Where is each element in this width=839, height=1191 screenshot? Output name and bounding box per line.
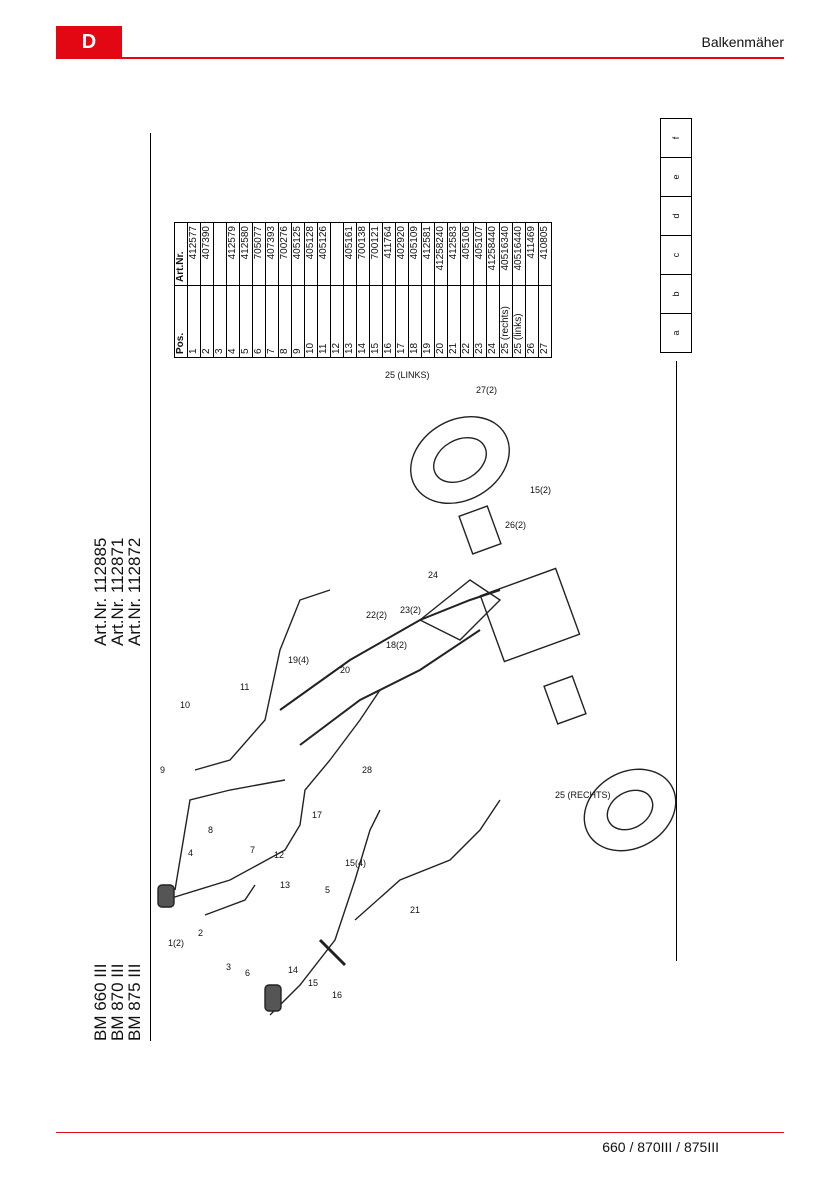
callout-label: 16 xyxy=(332,990,343,1000)
callout-label: 19(4) xyxy=(288,655,310,665)
callout-label: 23(2) xyxy=(400,605,422,615)
wheel-right xyxy=(583,768,677,852)
callout-label: 4 xyxy=(188,848,194,858)
wheel-right-hub xyxy=(606,789,654,831)
lever-2 xyxy=(204,884,256,916)
callout-label: 20 xyxy=(340,665,351,675)
callout-label: 26(2) xyxy=(505,520,527,530)
callout-label: 7 xyxy=(250,845,256,855)
footer-rule xyxy=(56,1132,784,1133)
callout-label: 3 xyxy=(226,962,232,972)
callout-label: 15(4) xyxy=(345,858,367,868)
callout-label: 12 xyxy=(274,850,285,860)
callout-label: 11 xyxy=(240,682,250,692)
callout-label: 17 xyxy=(312,810,323,820)
callout-label: 13 xyxy=(280,880,291,890)
callout-label: 21 xyxy=(410,905,421,915)
frame-lower xyxy=(299,629,481,746)
callout-label: 22(2) xyxy=(366,610,388,620)
callout-label: 1(2) xyxy=(168,938,185,948)
grip-left xyxy=(157,884,175,908)
callout-label: 27(2) xyxy=(476,385,498,395)
header-rule xyxy=(56,57,784,59)
callout-label: 6 xyxy=(245,968,251,978)
plate-24 xyxy=(418,579,502,641)
callout-label: 18(2) xyxy=(386,640,408,650)
callout-label: 9 xyxy=(160,765,166,775)
grip-right xyxy=(264,984,282,1012)
wheel-left xyxy=(410,415,510,505)
cable-21 xyxy=(354,799,501,921)
callout-label: 5 xyxy=(325,885,331,895)
gearbox xyxy=(479,567,581,663)
frame-20 xyxy=(279,589,501,711)
wheel-left-hub xyxy=(433,437,487,483)
handlebar-left xyxy=(164,689,381,901)
cable-11 xyxy=(194,589,331,771)
callout-label: 15 xyxy=(308,978,319,988)
callout-label: 2 xyxy=(198,928,204,938)
language-tab: D xyxy=(56,26,122,58)
callout-label: 14 xyxy=(288,965,299,975)
hub-right xyxy=(543,675,587,725)
hub-26 xyxy=(458,505,502,555)
callout-label: 8 xyxy=(208,825,214,835)
callout-label: 10 xyxy=(180,700,191,710)
lever-16 xyxy=(318,938,347,967)
callout-label: 25 (RECHTS) xyxy=(555,790,611,800)
handlebar-right xyxy=(269,809,381,1016)
callout-label: 24 xyxy=(428,570,439,580)
upper-bar xyxy=(174,779,286,891)
footer-models: 660 / 870III / 875III xyxy=(602,1139,719,1155)
callout-label: 28 xyxy=(362,765,373,775)
callout-label: 25 (LINKS) xyxy=(385,370,430,380)
callout-label: 15(2) xyxy=(530,485,552,495)
page-title: Balkenmäher xyxy=(701,34,785,50)
